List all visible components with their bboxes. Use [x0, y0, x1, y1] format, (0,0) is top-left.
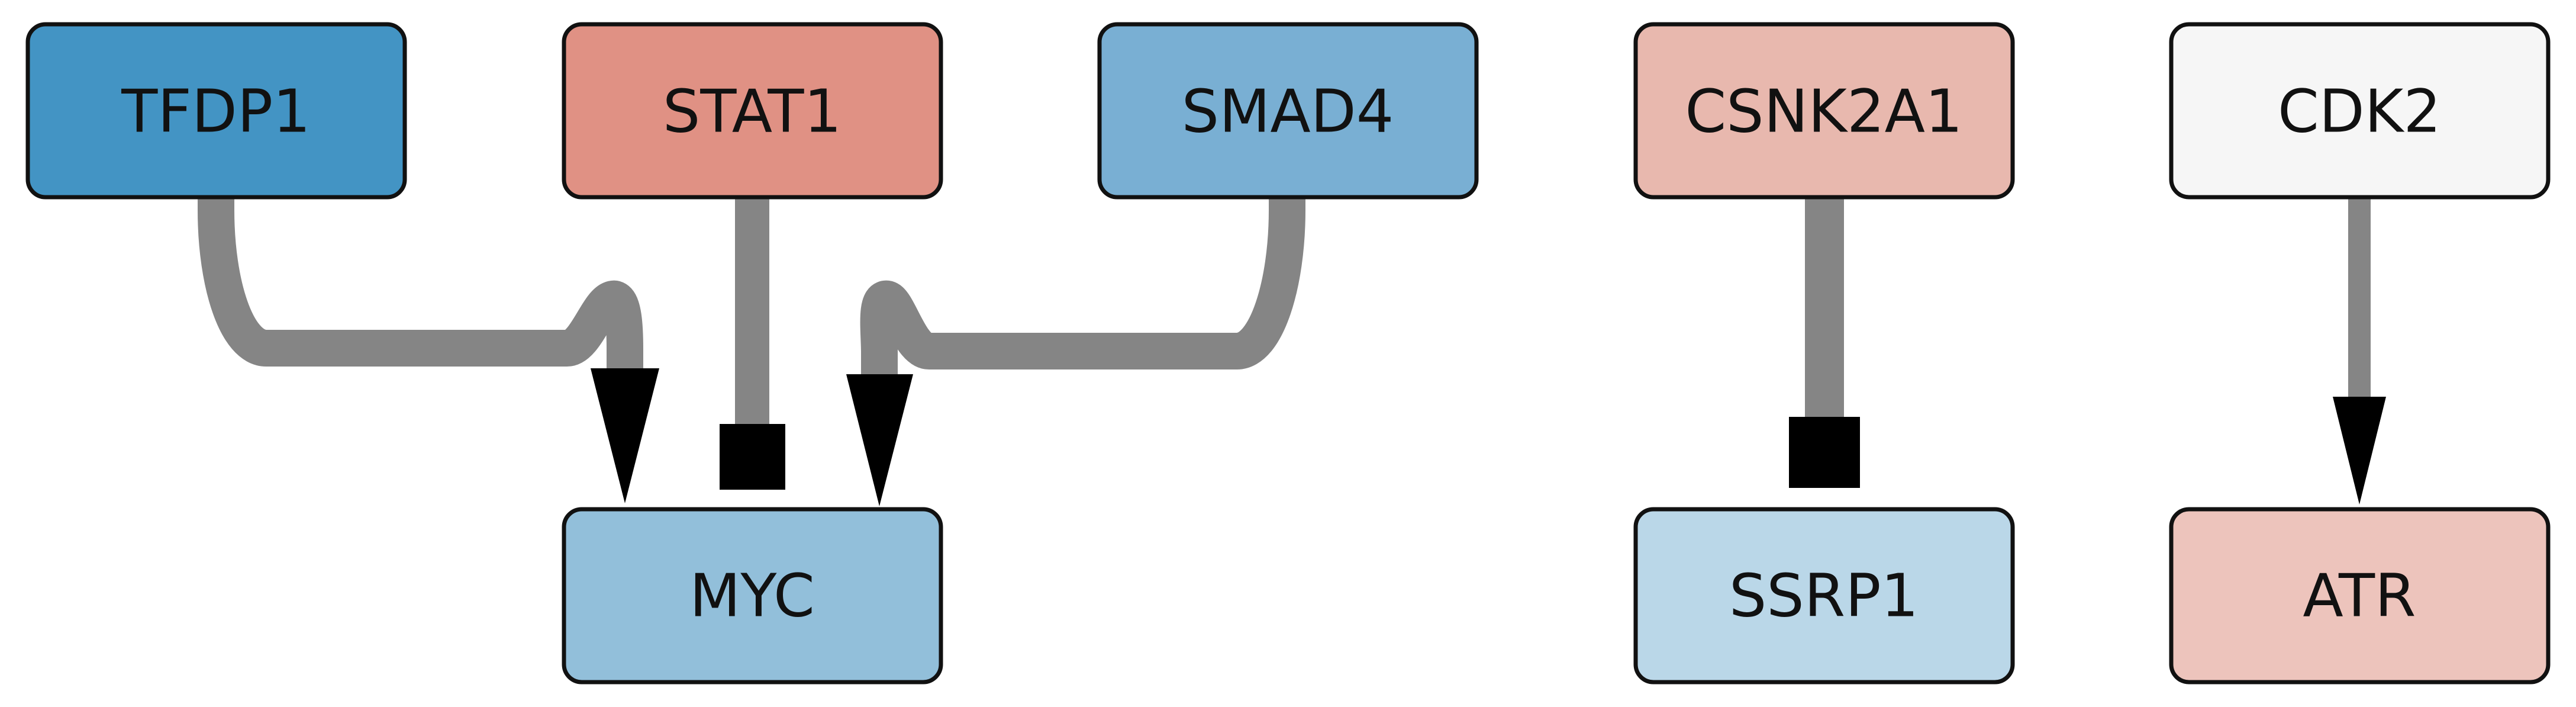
- node-atr-label: ATR: [2303, 561, 2416, 631]
- node-cdk2-label: CDK2: [2278, 77, 2441, 146]
- node-smad4-box: [1097, 22, 1479, 200]
- edge-tfdp1-to-myc: [198, 192, 643, 379]
- node-cdk2: CDK2: [2169, 22, 2551, 200]
- node-stat1-box: [562, 22, 943, 200]
- node-tfdp1-box: [25, 22, 407, 200]
- nodes: TFDP1 STAT1 SMAD4 CSNK2A1 CDK2 MYC SSRP1: [25, 22, 2551, 684]
- node-smad4: SMAD4: [1097, 22, 1479, 200]
- edge-cdk2-to-atr-arrowhead: [2333, 397, 2386, 504]
- edge-csnk2a1-to-ssrp1-tbar: [1789, 417, 1860, 488]
- node-myc-box: [562, 507, 943, 684]
- node-csnk2a1: CSNK2A1: [1633, 22, 2015, 200]
- edge-smad4-to-myc-arrowhead: [846, 374, 913, 506]
- node-ssrp1-box: [1633, 507, 2015, 684]
- node-ssrp1-label: SSRP1: [1729, 561, 1919, 631]
- edge-tfdp1-to-myc-arrowhead: [591, 368, 659, 503]
- node-smad4-label: SMAD4: [1182, 77, 1394, 146]
- node-tfdp1-label: TFDP1: [121, 77, 311, 146]
- node-stat1-label: STAT1: [663, 77, 842, 146]
- node-csnk2a1-label: CSNK2A1: [1685, 77, 1962, 146]
- node-cdk2-box: [2169, 22, 2551, 200]
- node-myc-label: MYC: [689, 561, 815, 631]
- edge-smad4-to-myc: [860, 192, 1305, 385]
- node-stat1: STAT1: [562, 22, 943, 200]
- node-tfdp1: TFDP1: [25, 22, 407, 200]
- node-atr-box: [2169, 507, 2551, 684]
- node-myc: MYC: [562, 507, 943, 684]
- node-csnk2a1-box: [1633, 22, 2015, 200]
- node-ssrp1: SSRP1: [1633, 507, 2015, 684]
- node-atr: ATR: [2169, 507, 2551, 684]
- edges: [198, 192, 2386, 506]
- edge-stat1-to-myc-tbar: [720, 424, 785, 490]
